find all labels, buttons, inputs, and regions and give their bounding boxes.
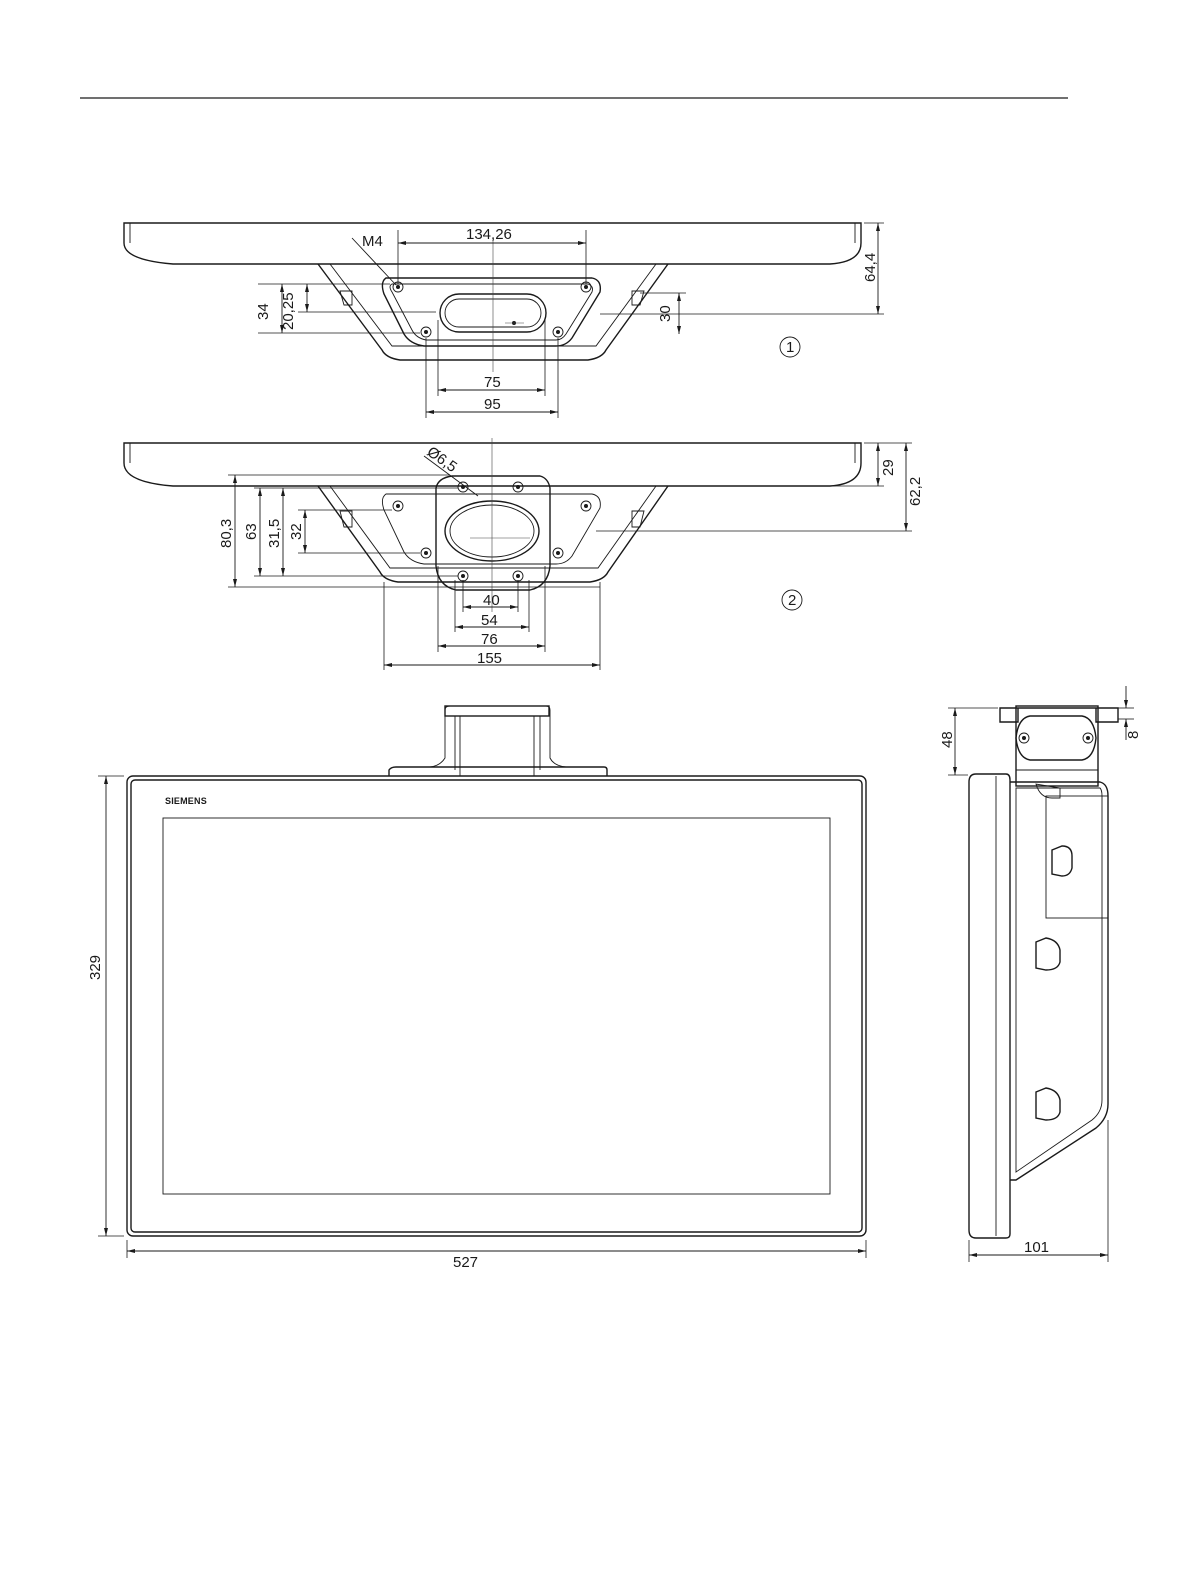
view2-dim-32: 32 bbox=[288, 523, 305, 540]
view-2-top-mount: Ø6,5 29 62,2 80,3 63 31,5 32 bbox=[124, 438, 924, 670]
side-dim-101: 101 bbox=[1024, 1239, 1049, 1256]
view1-marker-digit: 1 bbox=[786, 339, 794, 356]
view-1-top-mount: M4 134,26 64,4 30 34 20,25 75 95 bbox=[124, 223, 884, 418]
front-dim-329: 329 bbox=[87, 955, 104, 980]
view2-dim-40: 40 bbox=[483, 592, 500, 609]
view1-dim-64-4: 64,4 bbox=[862, 253, 879, 282]
view2-dim-76: 76 bbox=[481, 631, 498, 648]
view1-dim-95: 95 bbox=[484, 396, 501, 413]
view2-dim-31-5: 31,5 bbox=[266, 519, 283, 548]
view1-dim-34: 34 bbox=[255, 303, 272, 320]
side-dim-8: 8 bbox=[1125, 731, 1142, 739]
view1-dim-30: 30 bbox=[657, 305, 674, 322]
view2-hole-label: Ø6,5 bbox=[424, 443, 460, 476]
front-view: SIEMENS 329 527 bbox=[87, 706, 866, 1271]
side-view: 48 8 101 bbox=[939, 686, 1142, 1262]
view1-dim-134-26: 134,26 bbox=[466, 226, 512, 243]
view2-marker-digit: 2 bbox=[788, 592, 796, 609]
view1-dim-75: 75 bbox=[484, 374, 501, 391]
view2-dim-29: 29 bbox=[880, 459, 897, 476]
side-dim-48: 48 bbox=[939, 731, 956, 748]
view2-dim-80-3: 80,3 bbox=[218, 519, 235, 548]
view1-dim-20-25: 20,25 bbox=[280, 292, 297, 330]
view2-dim-62-2: 62,2 bbox=[907, 477, 924, 506]
front-dim-527: 527 bbox=[453, 1254, 478, 1271]
view2-dim-155: 155 bbox=[477, 650, 502, 667]
brand-logo: SIEMENS bbox=[165, 796, 207, 806]
view2-dim-63: 63 bbox=[243, 523, 260, 540]
view1-thread-label: M4 bbox=[362, 233, 383, 250]
view2-dim-54: 54 bbox=[481, 612, 498, 629]
